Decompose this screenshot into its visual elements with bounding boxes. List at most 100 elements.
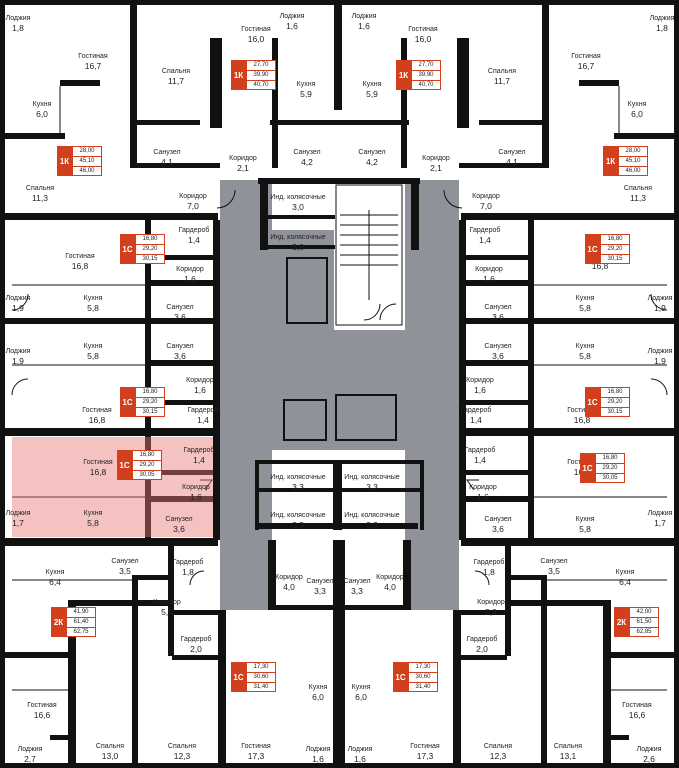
door-swings [11,189,668,586]
room-area: 12,3 [173,751,191,761]
room-area: 17,3 [416,751,434,761]
room-name: Гостиная [241,743,271,750]
room-name: Лоджия [647,348,673,355]
room-area: 1,4 [470,415,482,425]
room-area: 16,8 [71,261,89,271]
room-area: 3,3 [292,482,304,492]
apartment-area-value: 29,20 [601,398,629,408]
room-name: Коридор [153,599,181,606]
room-name: Лоджия [5,510,31,517]
highlighted-apartment[interactable] [12,437,213,537]
room-area: 16,0 [414,34,432,44]
room-name: Гостиная [567,407,597,414]
room-name: Спальня [161,68,191,75]
apartment-area-value: 41,90 [67,608,95,618]
room-name: Кухня [575,295,595,302]
apartment-area-value: 62,75 [73,629,89,635]
room-name: Санузел [293,149,321,156]
room-name: Инд. колясочные [344,512,400,519]
room-area: 6,0 [36,109,48,119]
room-area: 3,6 [492,351,504,361]
room-name: Коридор [275,574,303,581]
room-area: 13,0 [101,751,119,761]
room-area: 3,5 [119,566,131,576]
room-area: 1,8 [656,23,668,33]
room-area: 11,7 [494,76,510,86]
apartment-type: 1С [580,453,595,483]
room-area: 1,6 [483,274,495,284]
room-area: 1,7 [654,518,666,528]
room-area: 16,6 [628,710,646,720]
room-area: 5,8 [485,607,497,617]
apartment-area-value: 45,10 [619,157,647,167]
room-name: Гостиная [82,407,112,414]
room-area: 3,6 [492,524,504,534]
room-area: 5,8 [579,351,591,361]
apartment-area-value: 30,15 [607,409,623,415]
room-name: Гардероб [178,227,210,234]
room-name: Коридор [176,266,204,273]
room-name: Гардероб [464,447,496,454]
room-name: Санузел [484,304,512,311]
room-area: 1,9 [12,356,24,366]
apartment-type: 1С [231,662,246,692]
room-area: 16,8 [573,415,591,425]
room-area: 3,3 [292,520,304,530]
apartment-area-value: 31,40 [253,684,269,690]
room-area: 4,0 [283,582,295,592]
apartment-type: 1К [396,60,411,90]
room-name: Гардероб [473,559,505,566]
apartment-area-value: 30,15 [607,256,623,262]
room-area: 6,4 [49,577,61,587]
apartment-type: 2К [614,607,629,637]
apartment-area-value: 61,50 [630,618,658,628]
room-name: Коридор [477,599,505,606]
room-name: Инд. колясочные [270,234,326,241]
room-name: Коридор [186,377,214,384]
apartment-area-value: 17,30 [247,663,275,673]
stairwell [335,184,403,326]
room-area: 3,3 [314,586,326,596]
room-area: 4,2 [366,157,378,167]
apartment-area-value: 17,30 [409,663,437,673]
room-area: 6,0 [312,692,324,702]
room-area: 11,3 [32,193,48,203]
room-area: 5,8 [579,303,591,313]
